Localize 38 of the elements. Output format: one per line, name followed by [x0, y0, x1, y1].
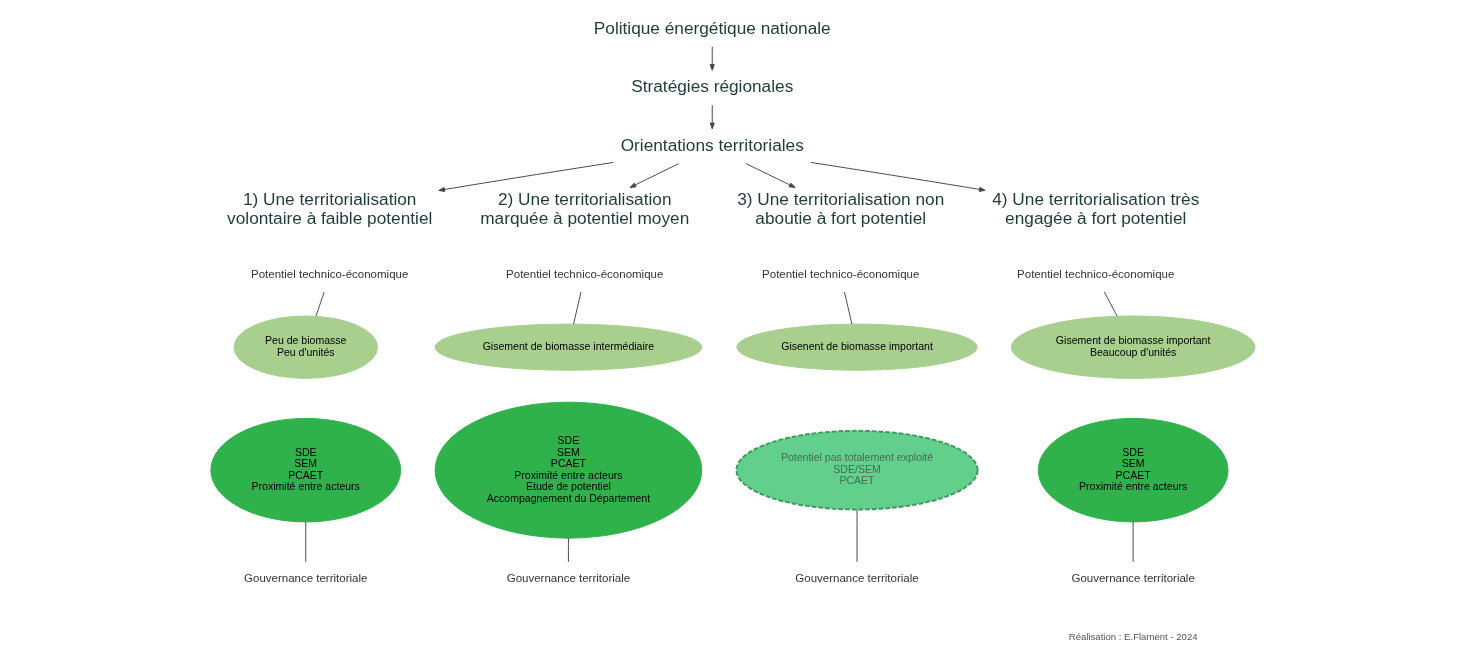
arrow [629, 163, 679, 188]
node-text: Potentiel technico-économique [505, 267, 663, 280]
node-text: Gouvernance territoriale [506, 572, 630, 585]
arrow [437, 161, 614, 192]
node-text: Politique énergétique nationale [593, 17, 831, 38]
node-text: Gouvernance territoriale [243, 572, 367, 585]
node-ellipse: Potentiel pas totalement exploité SDE/SEM PCAET [735, 429, 978, 511]
connector [843, 291, 852, 325]
connector [567, 537, 569, 563]
node-text: Potentiel technico-économique [761, 267, 919, 280]
node-text: Stratégies régionales [630, 76, 793, 97]
arrow [810, 162, 986, 192]
node-ellipse: SDE SEM PCAET Proximité entre acteurs [1037, 417, 1228, 523]
connector [1103, 291, 1118, 317]
connector [572, 291, 581, 325]
node-text: Potentiel technico-économique [1016, 267, 1174, 280]
arrow [709, 46, 715, 71]
node-text: Orientations territoriales [620, 134, 804, 155]
connector [856, 509, 857, 563]
arrow [709, 104, 715, 130]
node-text: 4) Une territorialisation très engagée à fort potentiel [991, 189, 1199, 229]
node-text: Potentiel technico-économique [250, 267, 408, 280]
node-ellipse: Gisement de biomasse important Beaucoup d'unités [1010, 315, 1255, 379]
node-ellipse: Peu de biomasse Peu d'unités [232, 315, 378, 379]
node-text: Gouvernance territoriale [794, 572, 919, 585]
label: Réalisation : E.Flament - 2024 [1068, 631, 1198, 643]
node-text: Gouvernance territoriale [1070, 572, 1195, 585]
node-ellipse: Gisement de biomasse intermédiaire [434, 323, 702, 371]
node-ellipse: SDE SEM PCAET Proximité entre acteurs [209, 417, 401, 523]
node-ellipse: Gisenent de biomasse important [735, 323, 978, 371]
node-text: 2) Une territorialisation marquée à potentiel moyen [479, 189, 689, 229]
connector [315, 291, 325, 317]
connector [304, 521, 306, 563]
arrow [745, 163, 796, 188]
node-text: 3) Une territorialisation non aboutie à fort potentiel [736, 189, 944, 229]
node-ellipse: SDE SEM PCAET Proximité entre acteurs Etude de potentiel Accompagnement du Département [434, 401, 702, 539]
node-text: 1) Une territorialisation volontaire à faible potentiel [226, 189, 432, 229]
connector [1132, 521, 1134, 563]
